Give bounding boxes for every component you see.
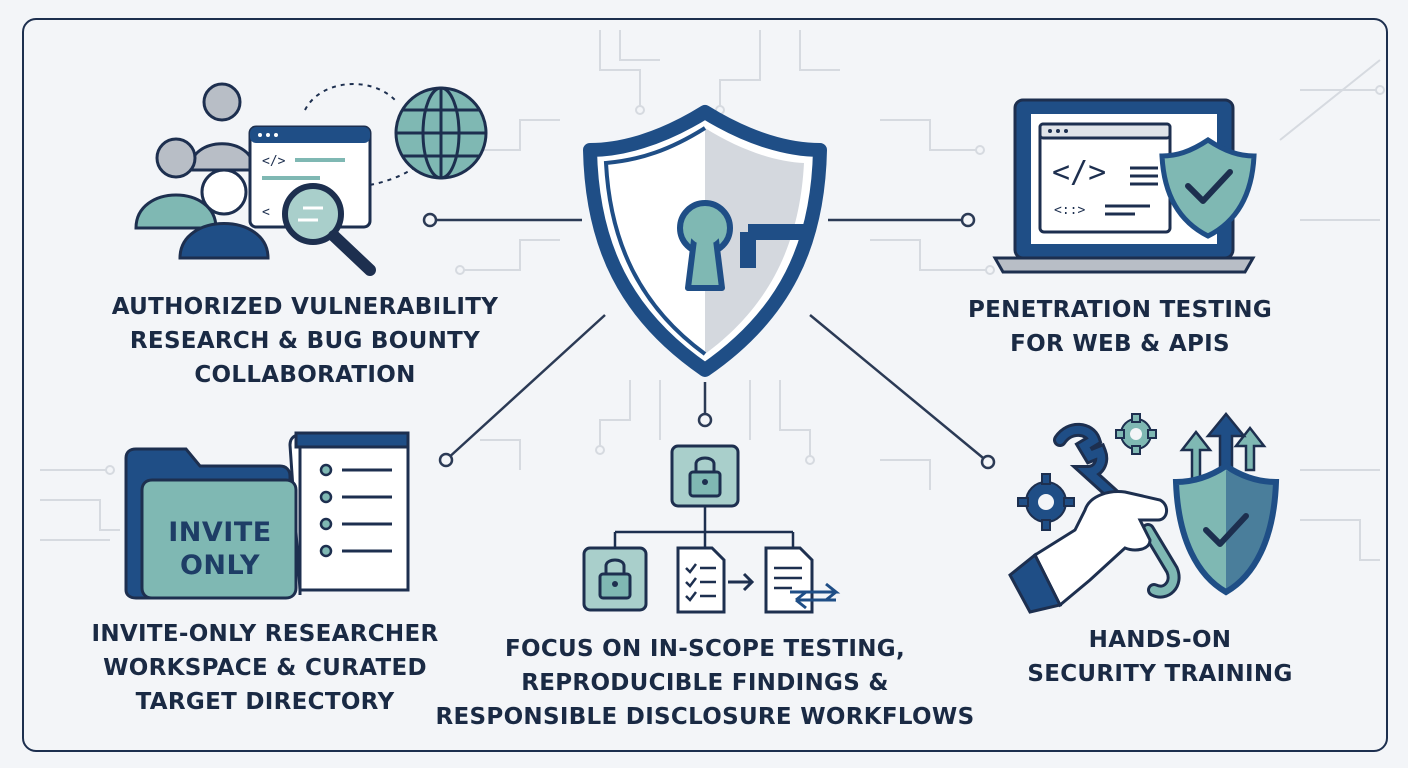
label-bottom-right: HANDS-ON SECURITY TRAINING [1010,623,1310,691]
label-bottom-left-line-2: WORKSPACE & CURATED [103,655,427,681]
label-top-left: AUTHORIZED VULNERABILITY RESEARCH & BUG … [60,290,550,392]
wrench-gear-shield-icon [1008,412,1280,614]
label-top-right-line-2: FOR WEB & APIS [1010,331,1230,357]
laptop-code-shield-icon: </> <::> [992,98,1257,274]
svg-text:<: < [262,205,270,220]
label-bottom-center-line-3: RESPONSIBLE DISCLOSURE WORKFLOWS [435,704,975,730]
circuit-traces [40,30,1381,561]
label-top-left-line-3: COLLABORATION [194,362,416,388]
folder-line-2: ONLY [179,550,261,581]
svg-text:</>: </> [262,154,286,169]
label-bottom-left-line-3: TARGET DIRECTORY [135,689,395,715]
researchers-globe-magnifier-icon: </> < [134,82,488,276]
connector-node-bottom-right [980,454,996,470]
connector-node-bottom-center [697,412,713,428]
label-bottom-left: INVITE-ONLY RESEARCHER WORKSPACE & CURAT… [55,617,475,719]
connector-node-bottom-left [438,452,454,468]
label-top-left-line-2: RESEARCH & BUG BOUNTY [129,328,481,354]
label-top-right: PENETRATION TESTING FOR WEB & APIS [930,293,1310,361]
label-bottom-left-line-1: INVITE-ONLY RESEARCHER [91,621,439,647]
svg-text:</>: </> [1052,155,1106,190]
label-top-right-line-1: PENETRATION TESTING [967,297,1273,323]
label-bottom-center-line-2: REPRODUCIBLE FINDINGS & [521,670,889,696]
label-top-left-line-1: AUTHORIZED VULNERABILITY [111,294,499,320]
folder-checklist-icon [124,431,410,600]
lock-workflow-icon [582,444,841,614]
label-bottom-center: FOCUS ON IN-SCOPE TESTING, REPRODUCIBLE … [420,632,990,734]
label-bottom-right-line-1: HANDS-ON [1088,627,1232,653]
shield-keyhole-icon [583,105,827,377]
svg-text:<::>: <::> [1054,203,1085,218]
folder-line-1: INVITE [168,517,272,548]
label-bottom-center-line-1: FOCUS ON IN-SCOPE TESTING, [504,636,905,662]
folder-label: INVITE ONLY [150,516,290,582]
connector-node-top-right [960,212,976,228]
connectors [422,212,996,470]
connector-node-top-left [422,212,438,228]
label-bottom-right-line-2: SECURITY TRAINING [1027,661,1293,687]
